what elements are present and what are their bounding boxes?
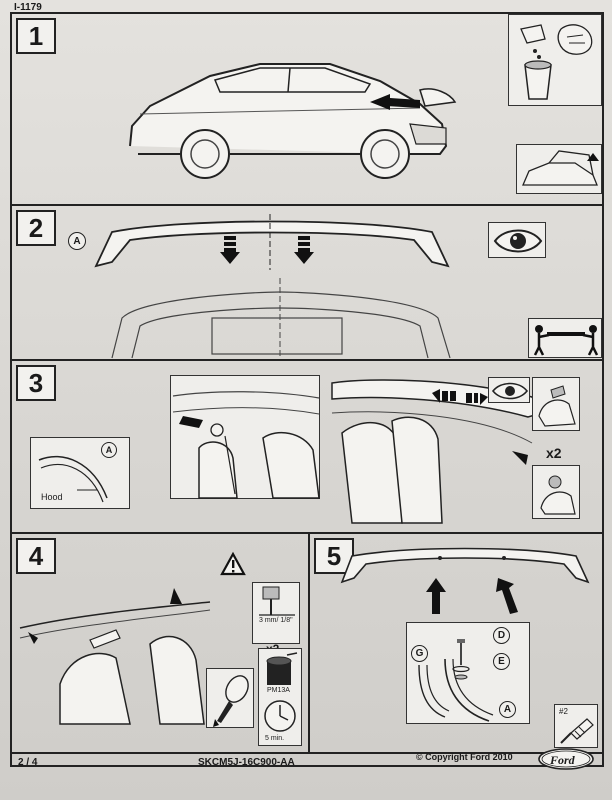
ford-logo-text: Ford: [550, 753, 575, 767]
hand-wiping-drawing: [172, 391, 320, 499]
callout-a: A: [499, 701, 516, 718]
spoiler-top-drawing: [340, 547, 590, 584]
instruction-frame: 1: [10, 12, 604, 770]
cleaning-icon-box: [508, 14, 602, 106]
inspect-icon-box: [488, 377, 530, 403]
hood-detail-box: A Hood: [30, 437, 130, 509]
spoiler-drawing: [94, 214, 450, 270]
divider: [12, 359, 602, 361]
warning-icon: [220, 551, 246, 576]
primer-can-icon: [266, 652, 298, 685]
page-number: 2 / 4: [18, 757, 38, 768]
divider: [308, 532, 310, 752]
callout-g: G: [411, 645, 428, 662]
fastener-exploded-drawing: [418, 639, 494, 722]
step-5-panel: 5: [310, 534, 602, 752]
screwdriver-size-label: #2: [559, 707, 568, 716]
clip-detail-box-bottom: [532, 465, 580, 519]
part-number: SKCM5J-16C900-AA: [198, 757, 295, 768]
divider: [12, 204, 602, 206]
two-person-icon-box: [528, 318, 602, 358]
slide-arrows-icon: [432, 389, 488, 405]
quantity-label: x2: [546, 445, 562, 461]
up-arrow-icon: [496, 578, 518, 614]
step-1-panel: 1: [12, 14, 602, 204]
spoiler-edge-drawing: [38, 455, 108, 503]
screwdriver-icon: [560, 718, 594, 744]
clip-press-icon: [540, 475, 576, 515]
screwdriver-box: #2: [554, 704, 598, 748]
divider: [12, 532, 602, 534]
primer-label: PM13A: [267, 687, 290, 694]
drill-bit-icon: [259, 586, 295, 616]
down-arrow-icon: [220, 236, 240, 264]
inspect-icon-box: [488, 222, 546, 258]
drilling-drawing: [19, 588, 211, 725]
fastener-detail-box: G D E A: [406, 622, 530, 724]
step-2-panel: 2 A: [12, 206, 602, 359]
step-3-panel: 3 A Hood: [12, 361, 602, 532]
eye-icon: [491, 382, 529, 400]
clip-detail-box-top: [532, 377, 580, 431]
up-arrow-icon: [426, 578, 446, 614]
callout-e: E: [493, 653, 510, 670]
wait-time-label: 5 min.: [265, 735, 285, 742]
callout-a: A: [68, 232, 86, 250]
cleaning-detail-box: [170, 375, 320, 499]
callout-a: A: [101, 442, 117, 458]
eye-icon: [493, 229, 543, 253]
deburr-tool-box: [206, 668, 254, 728]
drill-size-label: 3 mm/ 1/8": [259, 617, 293, 624]
open-hood-icon-box: [516, 144, 602, 194]
ford-logo: [538, 748, 594, 770]
bucket-cleaning-icon: [520, 24, 593, 100]
copyright-notice: © Copyright Ford 2010: [416, 752, 513, 762]
step-number: 1: [16, 18, 56, 54]
open-hood-icon: [522, 150, 599, 186]
two-person-lift-icon: [533, 325, 599, 356]
clock-icon: [264, 700, 296, 732]
step-number: 4: [16, 538, 56, 574]
down-arrow-icon: [294, 236, 314, 264]
step-4-panel: 4 3 mm/ 1/8": [12, 534, 308, 752]
divider: [12, 752, 602, 754]
step-number: 3: [16, 365, 56, 401]
document-id: I-1179: [14, 2, 42, 13]
car-illustration: [129, 63, 457, 179]
deburring-tool-icon: [213, 675, 249, 727]
clip-hand-icon: [538, 385, 576, 427]
step-number: 2: [16, 210, 56, 246]
primer-box: PM13A 5 min.: [258, 648, 302, 746]
trunk-lid-drawing: [111, 278, 451, 359]
callout-d: D: [493, 627, 510, 644]
drill-bit-box: 3 mm/ 1/8": [252, 582, 300, 644]
hood-label: Hood: [41, 492, 63, 502]
